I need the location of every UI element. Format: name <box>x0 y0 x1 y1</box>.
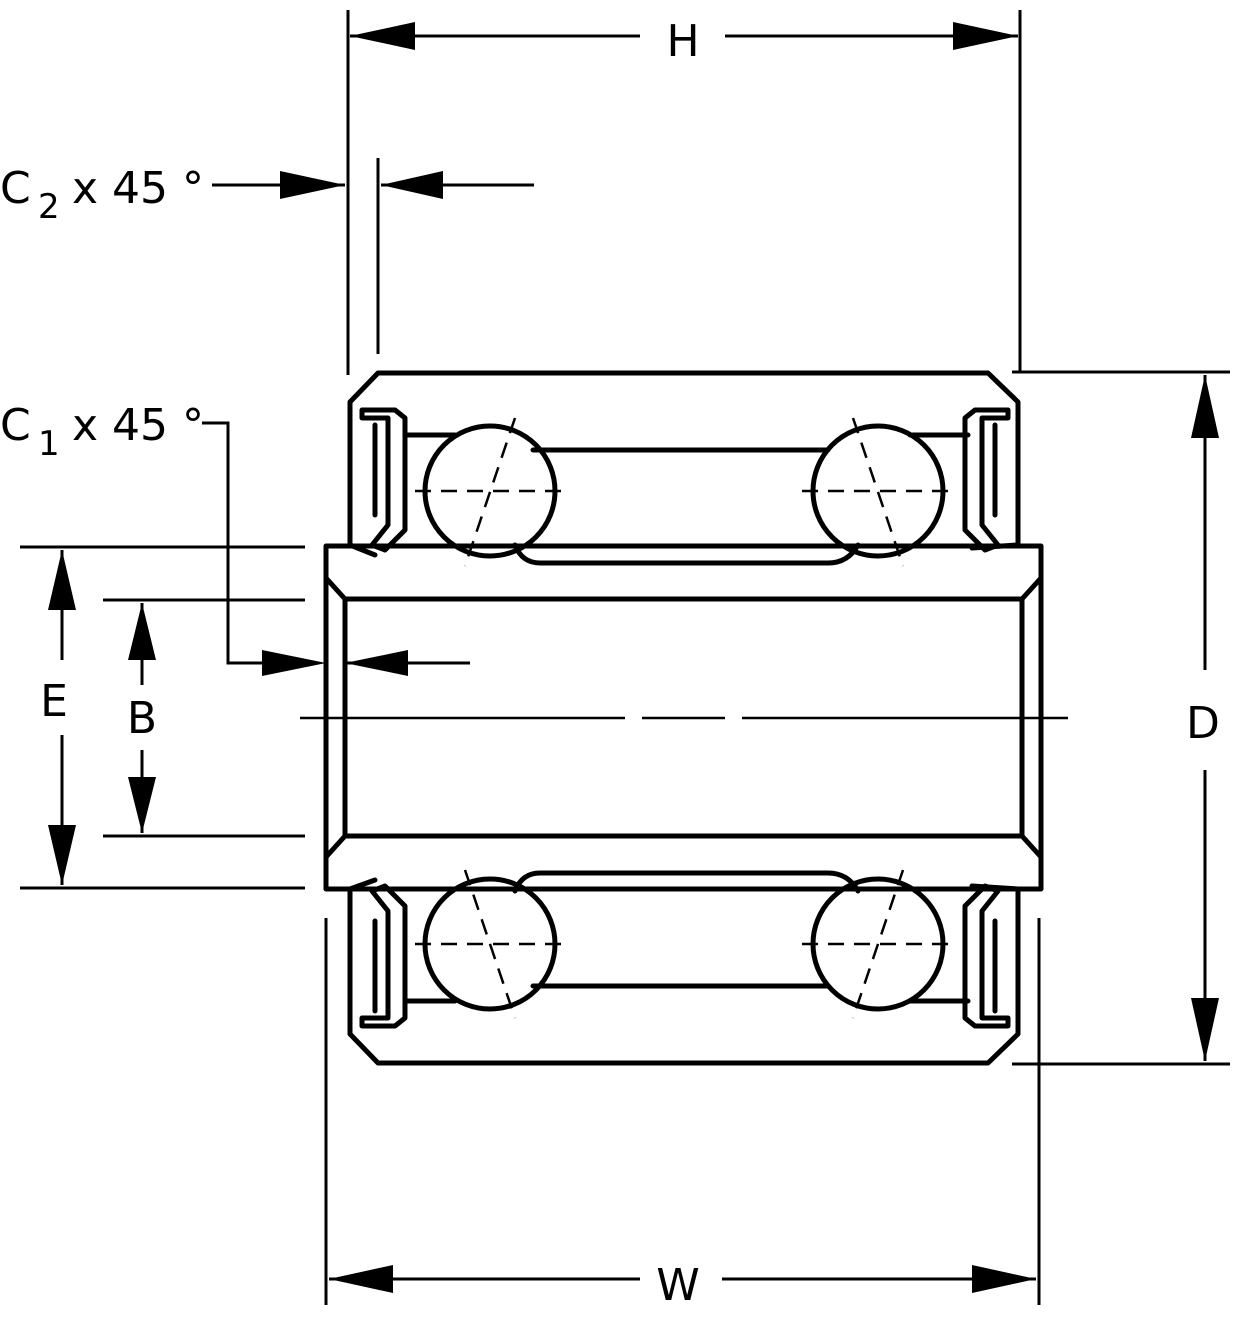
seal-top-right <box>962 407 1011 553</box>
dimension-d: D <box>1012 370 1230 1066</box>
label-e: E <box>40 676 68 727</box>
ball-top-left <box>415 417 568 567</box>
outer-ring-bottom <box>347 870 1021 1066</box>
dimension-c1: C 1 x 45 ° <box>0 400 470 676</box>
arrowhead-d-top <box>1191 375 1219 438</box>
arrowhead-c2-right <box>381 171 443 199</box>
arrowhead-d-bottom <box>1191 998 1219 1061</box>
dimension-w: W <box>324 918 1041 1311</box>
label-d: D <box>1186 698 1220 749</box>
dimension-h: H <box>346 10 1022 375</box>
dimension-c2: C 2 x 45 ° <box>0 158 534 354</box>
label-c2-suffix: x 45 ° <box>72 163 204 214</box>
ball-bottom-left <box>415 869 568 1019</box>
label-c1-subscript: 1 <box>38 424 60 464</box>
seal-top-left <box>359 407 408 553</box>
arrowhead-c1-left <box>262 650 326 676</box>
label-w: W <box>656 1260 700 1311</box>
arrowhead-b-top <box>128 603 156 660</box>
arrowhead-b-bottom <box>128 777 156 833</box>
arrowhead-h-left <box>350 22 415 50</box>
outer-ring-top <box>347 370 1021 566</box>
ball-bottom-right <box>802 869 955 1019</box>
arrowhead-e-top <box>48 550 76 610</box>
arrowhead-w-left <box>329 1265 393 1293</box>
arrowhead-h-right <box>953 22 1018 50</box>
label-b: B <box>127 693 157 744</box>
seal-bottom-right <box>962 883 1011 1029</box>
arrowhead-w-right <box>972 1265 1036 1293</box>
label-c2-subscript: 2 <box>38 187 60 227</box>
label-c2-prefix: C <box>0 163 31 214</box>
inner-ring <box>323 543 1044 892</box>
dimension-e: E <box>20 545 305 890</box>
ball-top-right <box>802 417 955 567</box>
label-c1-prefix: C <box>0 400 31 451</box>
seal-bottom-left <box>359 883 408 1029</box>
arrowhead-e-bottom <box>48 825 76 885</box>
arrowhead-c1-right <box>345 650 408 676</box>
dimension-b: B <box>103 598 305 838</box>
label-h: H <box>666 16 699 67</box>
arrowhead-c2-left <box>280 171 345 199</box>
label-c1-suffix: x 45 ° <box>72 400 204 451</box>
